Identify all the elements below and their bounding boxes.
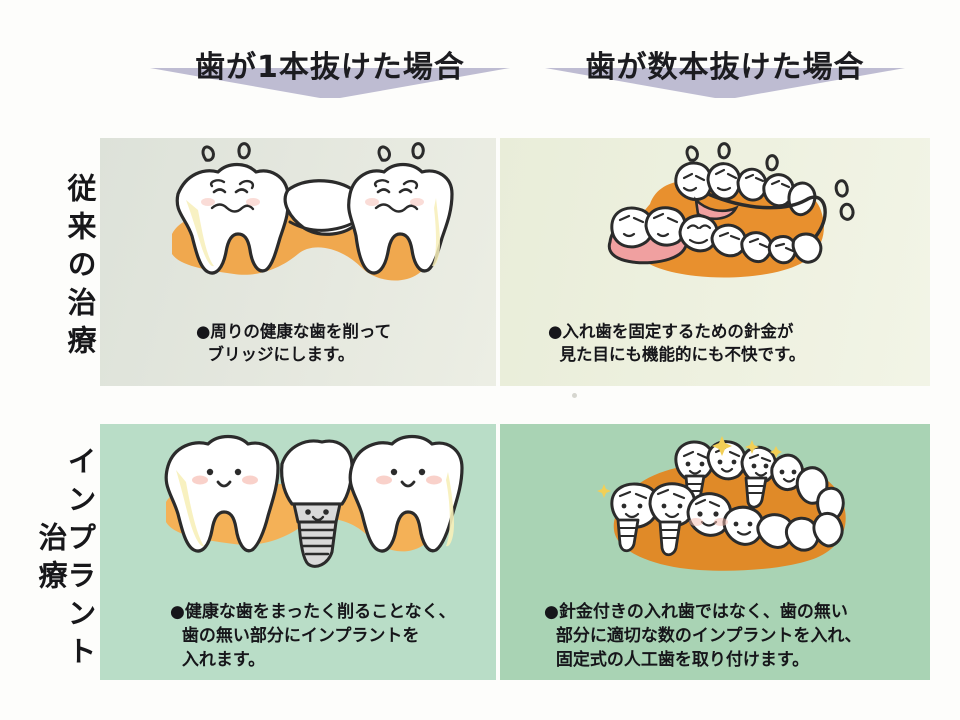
column-header-right-label: 歯が数本抜けた場合 xyxy=(585,50,865,85)
partial-denture-with-metal-clasp-illustration xyxy=(500,138,930,314)
column-header-left-label: 歯が1本抜けた場合 xyxy=(195,50,465,85)
panel-conventional-multiple-teeth: ●入れ歯を固定するための針金が 見た目にも機能的にも不快です。 xyxy=(500,138,930,386)
column-header-right: 歯が数本抜けた場合 xyxy=(545,42,905,100)
panel-implant-single-tooth: ●健康な歯をまったく削ることなく、 歯の無い部分にインプラントを 入れます。 xyxy=(100,424,496,680)
single-implant-between-healthy-teeth-illustration xyxy=(100,424,496,600)
caption-implant-multiple-teeth: ●針金付きの入れ歯ではなく、歯の無い 部分に適切な数のインプラントを入れ、 固定… xyxy=(544,602,862,671)
panel-conventional-single-tooth: ●周りの健康な歯を削って ブリッジにします。 xyxy=(100,138,496,386)
caption-conventional-multiple-teeth: ●入れ歯を固定するための針金が 見た目にも機能的にも不快です。 xyxy=(548,322,806,365)
row-label-implant-treatment: インプラント治療 xyxy=(34,446,97,674)
panel-implant-multiple-teeth: ●針金付きの入れ歯ではなく、歯の無い 部分に適切な数のインプラントを入れ、 固定… xyxy=(500,424,930,680)
caption-conventional-single-tooth: ●周りの健康な歯を削って ブリッジにします。 xyxy=(196,322,392,365)
column-header-left: 歯が1本抜けた場合 xyxy=(150,42,510,100)
bridge-over-missing-tooth-illustration xyxy=(100,138,496,314)
row-label-conventional-treatment: 従来の治療 xyxy=(63,173,97,363)
multiple-implants-fixed-bridge-illustration xyxy=(500,424,930,600)
scan-artifact-speck xyxy=(572,393,577,398)
header-banner-right-icon xyxy=(545,64,905,98)
header-banner-left-icon xyxy=(150,64,510,98)
caption-implant-single-tooth: ●健康な歯をまったく削ることなく、 歯の無い部分にインプラントを 入れます。 xyxy=(170,602,456,671)
